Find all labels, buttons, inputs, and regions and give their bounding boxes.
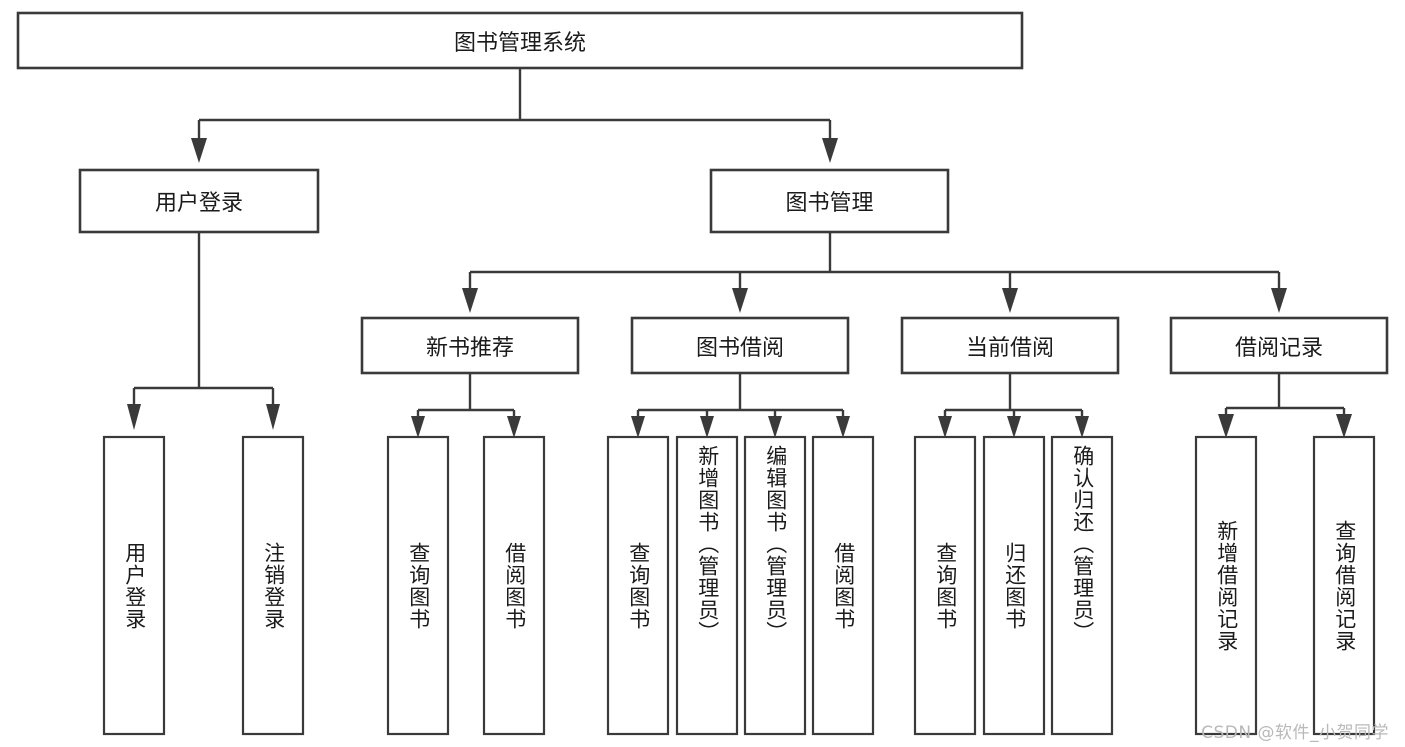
connector-group-user-login [127,232,280,430]
arrowhead-leaf-add-book-admin [700,416,714,438]
connector-group-new-book-recommend [411,373,521,438]
node-box-leaf-user-login[interactable] [102,435,166,736]
node-box-user-login[interactable] [78,168,320,234]
arrowhead-leaf-return-book [1007,416,1021,438]
arrowhead-book-borrow [732,288,748,313]
node-box-current-borrow[interactable] [900,316,1120,375]
node-box-leaf-add-borrow-record[interactable] [1194,435,1258,736]
arrowhead-leaf-edit-book-admin [768,416,782,438]
node-box-leaf-query-book-current[interactable] [913,435,977,736]
node-box-leaf-query-borrow-record[interactable] [1312,435,1376,736]
arrowhead-leaf-user-login [127,404,141,430]
connector-group-root [191,68,838,163]
arrowhead-leaf-query-book-current [938,416,952,438]
node-box-borrow-record[interactable] [1169,316,1389,375]
arrowhead-current-borrow [1002,288,1018,313]
connector-group-current-borrow [938,373,1089,438]
node-box-book-borrow[interactable] [630,316,850,375]
arrowhead-leaf-borrow-book-recommend [507,416,521,438]
node-box-leaf-query-book-recommend[interactable] [386,435,450,736]
node-box-leaf-add-book-admin[interactable] [675,435,739,736]
node-box-leaf-return-book[interactable] [982,435,1046,736]
connector-group-book-borrow [631,373,850,438]
arrowhead-user-login [191,138,207,163]
watermark-text: CSDN @软件_小贺同学 [1201,723,1389,743]
connector-group-book-manage [462,232,1287,313]
arrowhead-new-book-recommend [462,288,478,313]
arrowhead-leaf-borrow-book [836,416,850,438]
node-box-new-book-recommend[interactable] [360,316,580,375]
node-box-root[interactable] [16,11,1024,70]
node-box-book-manage[interactable] [709,168,950,234]
node-box-leaf-query-book-borrow[interactable] [606,435,670,736]
arrowhead-book-manage [822,138,838,163]
node-box-leaf-borrow-book[interactable] [811,435,875,736]
connector-group-borrow-record [1218,373,1352,438]
node-box-leaf-borrow-book-recommend[interactable] [482,435,546,736]
node-box-leaf-logout-login[interactable] [241,435,305,736]
arrowhead-borrow-record [1271,288,1287,313]
arrowhead-leaf-query-book-recommend [411,416,425,438]
arrowhead-leaf-add-borrow-record [1218,414,1234,438]
node-box-leaf-edit-book-admin[interactable] [743,435,807,736]
arrowhead-leaf-query-borrow-record [1336,414,1352,438]
arrowhead-leaf-confirm-return-admin [1075,416,1089,438]
arrowhead-leaf-query-book-borrow [631,416,645,438]
arrowhead-leaf-logout-login [266,404,280,430]
node-box-leaf-confirm-return-admin[interactable] [1050,435,1114,736]
